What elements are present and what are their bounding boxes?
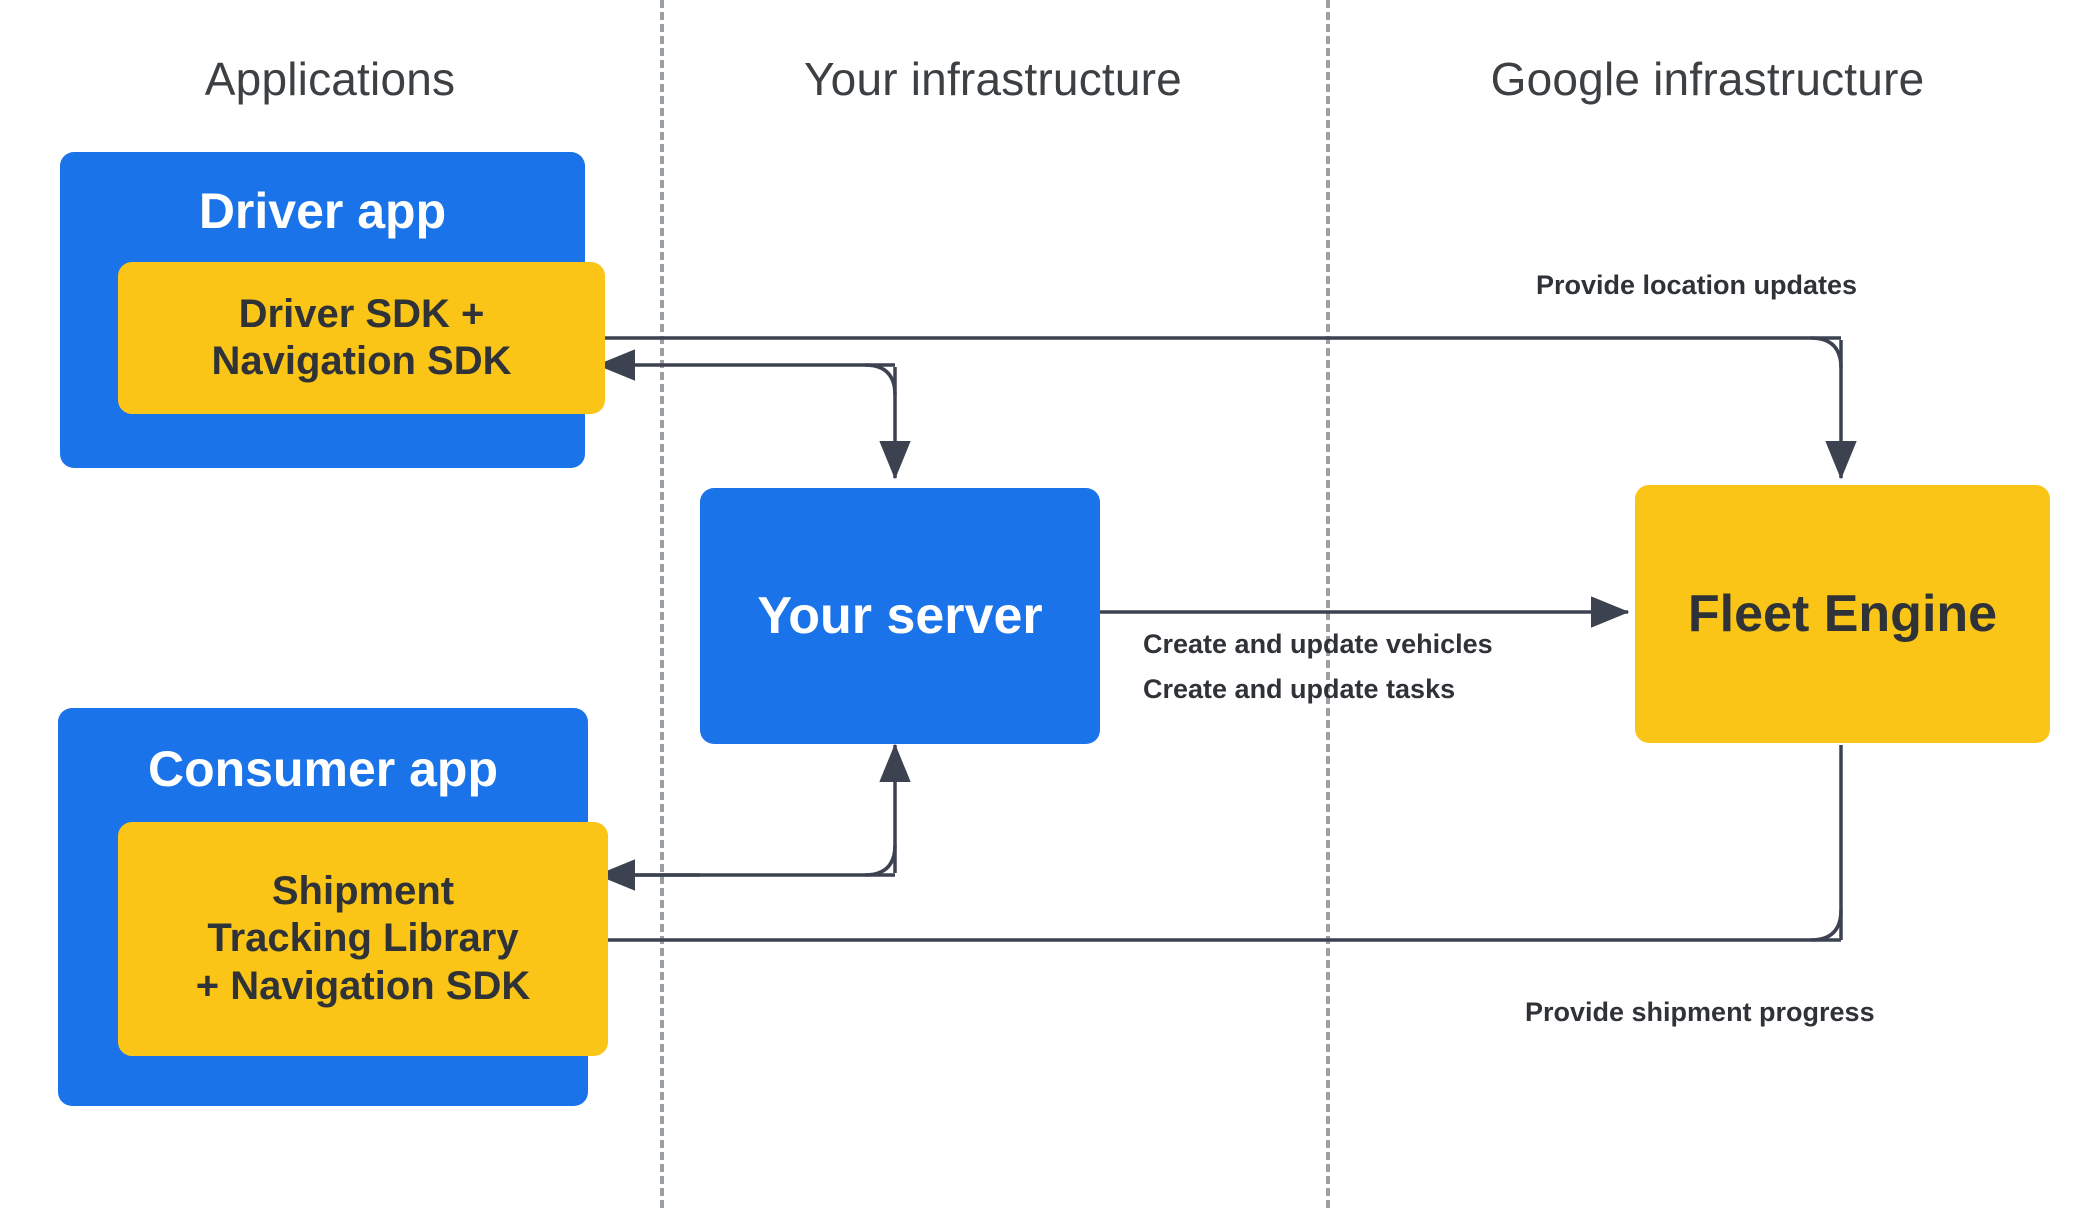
flow-label-create-update-vehicles: Create and update vehicles bbox=[1143, 629, 1493, 659]
corner-shipment-progress bbox=[1810, 909, 1843, 942]
driver-sdk-line-2: Navigation SDK bbox=[211, 339, 512, 383]
divider-infrastructure-google bbox=[1326, 0, 1330, 1208]
driver-app-title: Driver app bbox=[198, 183, 447, 239]
your-server-label: Your server bbox=[757, 587, 1043, 645]
flow-label-create-update-tasks: Create and update tasks bbox=[1143, 674, 1456, 704]
node-shipment-tracking-library[interactable]: Shipment Tracking Library + Navigation S… bbox=[118, 822, 608, 1056]
node-consumer-app[interactable]: Consumer app Shipment Tracking Library +… bbox=[58, 708, 608, 1106]
driver-sdk-line-1: Driver SDK + bbox=[238, 291, 485, 336]
consumer-app-title: Consumer app bbox=[147, 741, 499, 797]
divider-applications-infrastructure bbox=[660, 0, 664, 1208]
column-header-applications: Applications bbox=[204, 53, 456, 105]
consumer-sdk-line-1: Shipment bbox=[271, 869, 455, 914]
flow-label-location-updates: Provide location updates bbox=[1536, 270, 1858, 300]
corner-location-updates bbox=[1810, 336, 1843, 369]
consumer-sdk-line-2: Tracking Library bbox=[207, 916, 519, 961]
corner-consumer-server bbox=[864, 844, 897, 877]
node-fleet-engine[interactable]: Fleet Engine bbox=[1635, 485, 2050, 743]
column-header-google-infrastructure: Google infrastructure bbox=[1490, 53, 1925, 105]
column-header-your-infrastructure: Your infrastructure bbox=[804, 53, 1182, 105]
fleet-engine-label: Fleet Engine bbox=[1687, 585, 1998, 643]
corner-server-driver bbox=[864, 363, 897, 396]
node-your-server[interactable]: Your server bbox=[700, 488, 1100, 744]
flow-label-shipment-progress: Provide shipment progress bbox=[1525, 997, 1875, 1027]
consumer-sdk-line-3: + Navigation SDK bbox=[195, 963, 531, 1008]
node-driver-sdk[interactable]: Driver SDK + Navigation SDK bbox=[118, 262, 605, 414]
node-driver-app[interactable]: Driver app Driver SDK + Navigation SDK bbox=[60, 152, 605, 468]
